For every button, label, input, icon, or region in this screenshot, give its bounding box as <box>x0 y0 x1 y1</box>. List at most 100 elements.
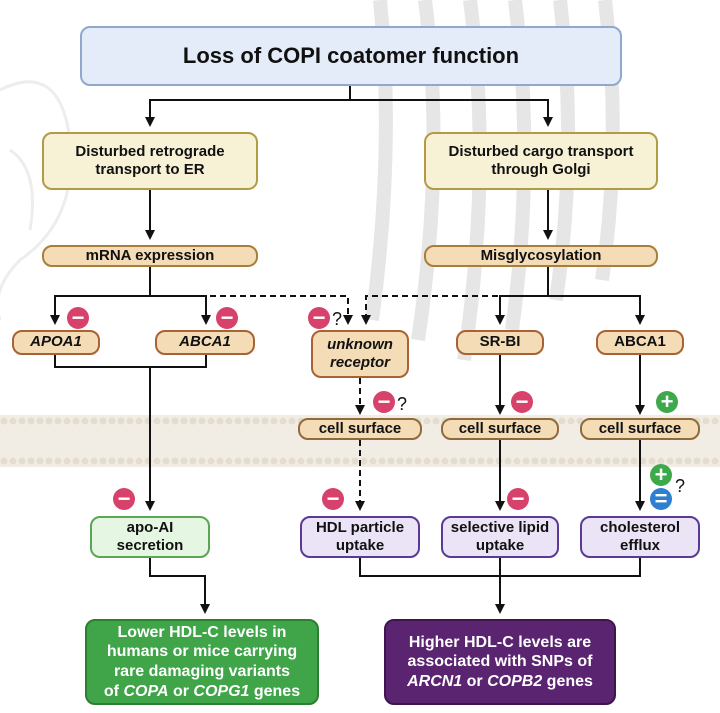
unknown-receptor-line2: receptor <box>329 354 391 371</box>
membrane-head <box>207 417 215 425</box>
membrane-head <box>81 417 89 425</box>
lower-hdl-line3: rare damaging variants <box>113 663 291 680</box>
membrane-head <box>675 457 683 465</box>
cell-surface-srbi-pill: cell surface <box>441 418 559 440</box>
membrane-head <box>594 457 602 465</box>
membrane-head <box>612 457 620 465</box>
membrane-head <box>162 417 170 425</box>
equal-icon-efflux: = <box>650 488 672 510</box>
membrane-head <box>270 417 278 425</box>
membrane-head <box>27 417 35 425</box>
apoai-secretion-box: apo-AI secretion <box>90 516 210 558</box>
membrane-head <box>711 417 719 425</box>
membrane-head <box>54 417 62 425</box>
membrane-head <box>189 457 197 465</box>
cholesterol-efflux-text: cholesterol efflux <box>599 518 681 554</box>
membrane-head <box>648 457 656 465</box>
membrane-head <box>162 457 170 465</box>
lower-hdl-outcome-box: Lower HDL-C levels in humans or mice car… <box>85 619 319 705</box>
edge-mrna-abca1 <box>150 295 211 325</box>
question-mark-receptor-surface: ? <box>397 394 408 414</box>
question-mark-receptor: ? <box>332 309 343 329</box>
retrograde-transport-box: Disturbed retrograde transport to ER <box>42 132 258 190</box>
membrane-head <box>252 417 260 425</box>
higher-hdl-line3-post: genes <box>542 672 593 690</box>
membrane-head <box>72 417 80 425</box>
apoa1-text: APOA1 <box>30 333 82 351</box>
apoai-secretion-text: apo-AI secretion <box>116 518 184 554</box>
membrane-head <box>351 457 359 465</box>
lower-hdl-line4-pre: of <box>103 682 124 700</box>
unknown-receptor-line1: unknown <box>327 335 393 353</box>
plus-icon-abca1-surface: + <box>656 391 678 413</box>
edge-merge-secretion <box>54 355 207 508</box>
edge-dashed-mrna-receptor <box>150 295 353 325</box>
minus-icon-receptor: − <box>308 307 330 329</box>
membrane-head <box>81 457 89 465</box>
higher-hdl-line3-mid: or <box>462 672 488 690</box>
membrane-head <box>90 417 98 425</box>
minus-icon-apoai-secretion: − <box>113 488 135 510</box>
membrane-head <box>549 457 557 465</box>
membrane-head <box>621 457 629 465</box>
lower-hdl-line4: of COPA or COPG1 genes <box>104 682 300 702</box>
membrane-head <box>432 457 440 465</box>
membrane-head <box>702 417 710 425</box>
srbi-pill: SR-BI <box>456 330 544 355</box>
membrane-head <box>279 457 287 465</box>
membrane-head <box>486 457 494 465</box>
edge-mrna-split <box>50 267 151 325</box>
higher-hdl-line3: ARCN1 or COPB2 genes <box>407 672 593 692</box>
membrane-head <box>315 457 323 465</box>
membrane-head <box>477 457 485 465</box>
question-mark-efflux: ? <box>675 476 686 496</box>
edge-title-split <box>145 86 351 127</box>
membrane-head <box>99 457 107 465</box>
cell-surface-receptor-text: cell surface <box>318 419 402 437</box>
membrane-head <box>639 457 647 465</box>
arcn1-gene: ARCN1 <box>407 672 463 690</box>
membrane-head <box>99 417 107 425</box>
misglycosylation-text: Misglycosylation <box>480 246 602 264</box>
membrane-head <box>234 457 242 465</box>
edge-misgly-split <box>495 267 549 325</box>
retrograde-transport-text: Disturbed retrograde transport to ER <box>75 142 225 178</box>
lower-hdl-line2: humans or mice carrying <box>106 643 298 661</box>
membrane-head <box>288 457 296 465</box>
membrane-head <box>0 417 8 425</box>
membrane-head <box>396 457 404 465</box>
membrane-head <box>36 457 44 465</box>
membrane-head <box>270 457 278 465</box>
membrane-head <box>405 457 413 465</box>
membrane-head <box>135 417 143 425</box>
membrane-head <box>684 457 692 465</box>
cholesterol-efflux-box: cholesterol efflux <box>580 516 700 558</box>
membrane-head <box>9 457 17 465</box>
membrane-head <box>0 457 8 465</box>
membrane-head <box>171 457 179 465</box>
membrane-head <box>558 417 566 425</box>
membrane-head <box>135 457 143 465</box>
selective-lipid-uptake-box: selective lipid uptake <box>441 516 559 558</box>
membrane-head <box>108 417 116 425</box>
membrane-head <box>153 417 161 425</box>
membrane-head <box>342 457 350 465</box>
minus-icon-abca1-left: − <box>216 307 238 329</box>
srbi-text: SR-BI <box>479 333 521 351</box>
membrane-head <box>531 457 539 465</box>
cell-surface-receptor-pill: cell surface <box>298 418 422 440</box>
apoa1-pill: APOA1 <box>12 330 100 355</box>
edge-title-right <box>350 99 553 127</box>
membrane-head <box>225 457 233 465</box>
membrane-head <box>711 457 719 465</box>
hdl-particle-uptake-text: HDL particle uptake <box>315 518 405 554</box>
minus-icon-receptor-surface: − <box>373 391 395 413</box>
edge-outputs-higher <box>359 558 641 611</box>
membrane-head <box>468 457 476 465</box>
membrane-head <box>63 457 71 465</box>
golgi-transport-text: Disturbed cargo transport through Golgi <box>448 142 634 178</box>
membrane-head <box>27 457 35 465</box>
membrane-head <box>693 457 701 465</box>
membrane-head <box>603 457 611 465</box>
membrane-head <box>378 457 386 465</box>
